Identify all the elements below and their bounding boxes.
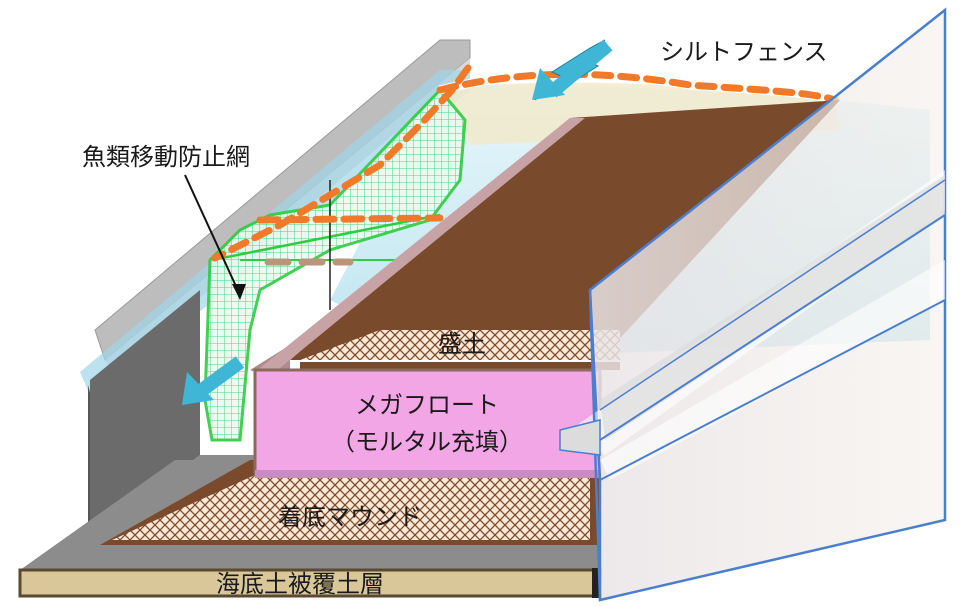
- flow-arrow-bottom: [182, 356, 245, 405]
- grounding-mound: [100, 460, 600, 545]
- right-side-panel: [559, 7, 947, 602]
- fish-net-pointer: [184, 174, 246, 300]
- silt-fence-label: シルトフェンス: [660, 38, 828, 66]
- seabed-layer-label: 海底土被覆土層: [216, 570, 384, 598]
- mound-label: 着底マウンド: [278, 503, 422, 531]
- fish-net-label: 魚類移動防止網: [82, 143, 250, 171]
- megafloat-label-line1: メガフロート: [355, 391, 499, 419]
- silt-fence-line: [211, 64, 839, 266]
- flow-arrow-top: [532, 39, 613, 101]
- megafloat-label-line2: （モルタル充填）: [331, 428, 523, 456]
- embankment-label: 盛土: [438, 330, 486, 358]
- megafloat-block: [253, 368, 602, 478]
- embankment: [250, 100, 840, 372]
